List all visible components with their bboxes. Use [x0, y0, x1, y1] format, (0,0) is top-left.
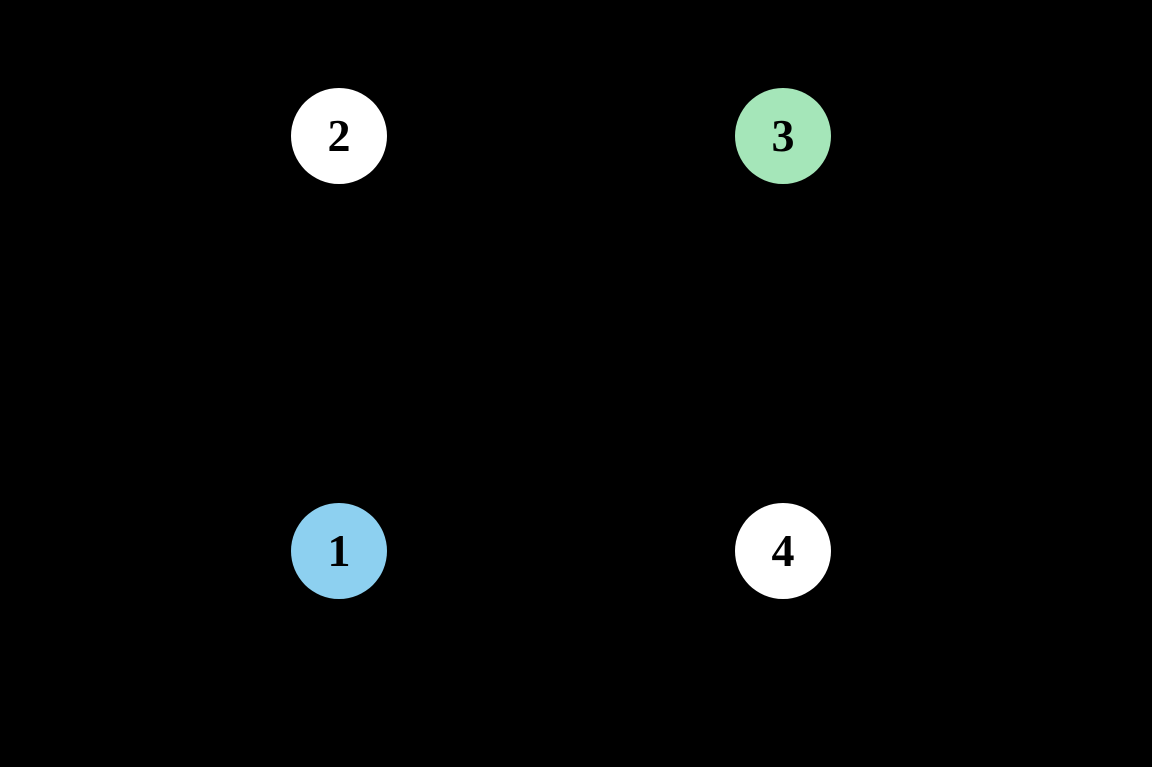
graph-node-4-label: 4	[771, 525, 795, 576]
graph-node-2-label: 2	[327, 110, 351, 161]
graph-node-3-label: 3	[771, 110, 795, 161]
graph-node-4: 4	[735, 503, 831, 599]
graph-node-3: 3	[735, 88, 831, 184]
graph-node-2: 2	[291, 88, 387, 184]
graph-node-1: 1	[291, 503, 387, 599]
graph-node-1-label: 1	[327, 525, 351, 576]
